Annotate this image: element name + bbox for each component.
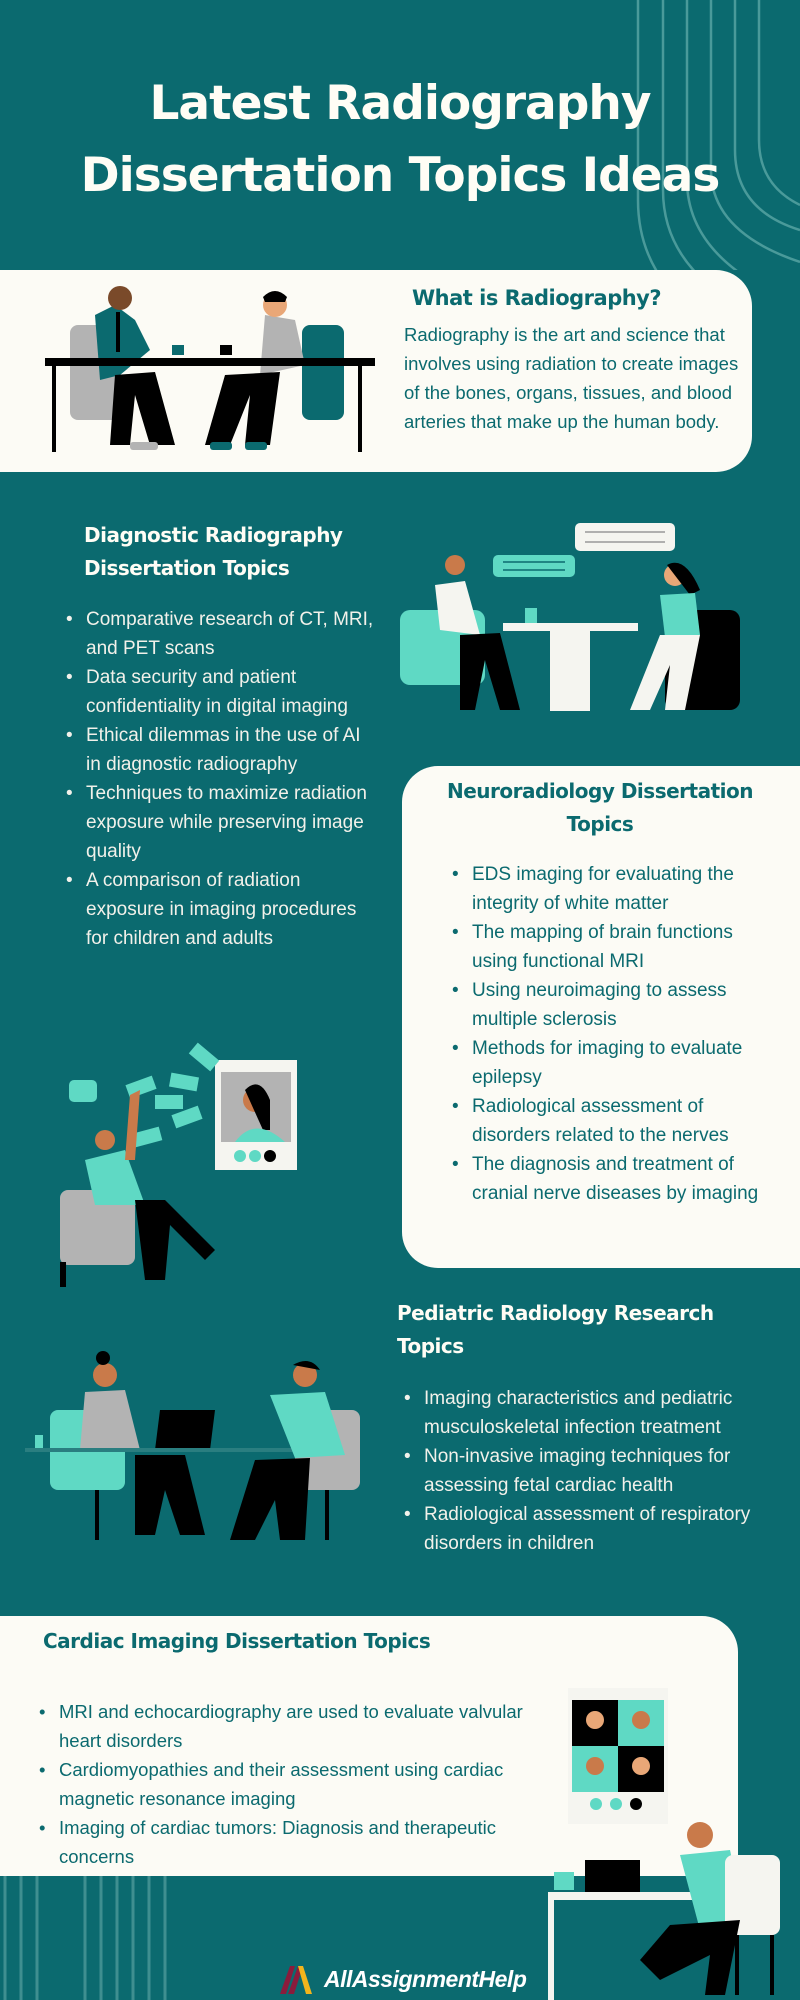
title-line-2: Dissertation Topics Ideas [80,148,721,203]
neuro-section-title: Neuroradiology Dissertation Topics [447,779,753,836]
list-item: A comparison of radiation exposure in im… [64,866,374,953]
list-item: Techniques to maximize radiation exposur… [64,779,374,866]
cardiac-topics-list: MRI and echocardiography are used to eva… [37,1697,537,1871]
cardiac-section-title: Cardiac Imaging Dissertation Topics [43,1629,431,1653]
page-title: Latest Radiography Dissertation Topics I… [0,68,800,212]
decorative-arcs [636,0,800,270]
video-call-payment-illustration [60,1042,297,1287]
video-conference-illustration [548,1688,780,2000]
neuro-topics-list: EDS imaging for evaluating the integrity… [450,860,770,1208]
list-item: Methods for imaging to evaluate epilepsy [450,1034,770,1092]
what-is-description: Radiography is the art and science that … [404,324,739,432]
list-item: Ethical dilemmas in the use of AI in dia… [64,721,374,779]
diagnostic-section-title: Diagnostic Radiography Dissertation Topi… [84,523,343,580]
pediatric-section-title: Pediatric Radiology Research Topics [397,1301,714,1358]
list-item: Radiological assessment of disorders rel… [450,1092,770,1150]
office-meeting-illustration [45,286,375,452]
brand-name: AllAssignmentHelp [324,1965,527,1992]
list-item: The mapping of brain functions using fun… [450,918,770,976]
pediatric-topics-list: Imaging characteristics and pediatric mu… [402,1384,772,1558]
conversation-illustration [400,523,740,711]
desk-meeting-illustration [25,1351,360,1540]
list-item: Imaging of cardiac tumors: Diagnosis and… [37,1813,537,1871]
list-item: Radiological assessment of respiratory d… [402,1500,772,1558]
list-item: Comparative research of CT, MRI, and PET… [64,605,374,663]
diagnostic-topics-list: Comparative research of CT, MRI, and PET… [64,605,374,953]
brand-logo: AllAssignmentHelp [278,1962,527,1996]
list-item: Using neuroimaging to assess multiple sc… [450,976,770,1034]
list-item: The diagnosis and treatment of cranial n… [450,1150,770,1208]
list-item: EDS imaging for evaluating the integrity… [450,860,770,918]
list-item: Cardiomyopathies and their assessment us… [37,1755,537,1813]
title-line-1: Latest Radiography [149,76,651,131]
list-item: Imaging characteristics and pediatric mu… [402,1384,772,1442]
list-item: MRI and echocardiography are used to eva… [37,1697,537,1755]
list-item: Non-invasive imaging techniques for asse… [402,1442,772,1500]
list-item: Data security and patient confidentialit… [64,663,374,721]
decorative-stripes [3,1876,167,2000]
brand-mark-icon [280,1966,312,1994]
what-is-title: What is Radiography? [412,286,662,310]
